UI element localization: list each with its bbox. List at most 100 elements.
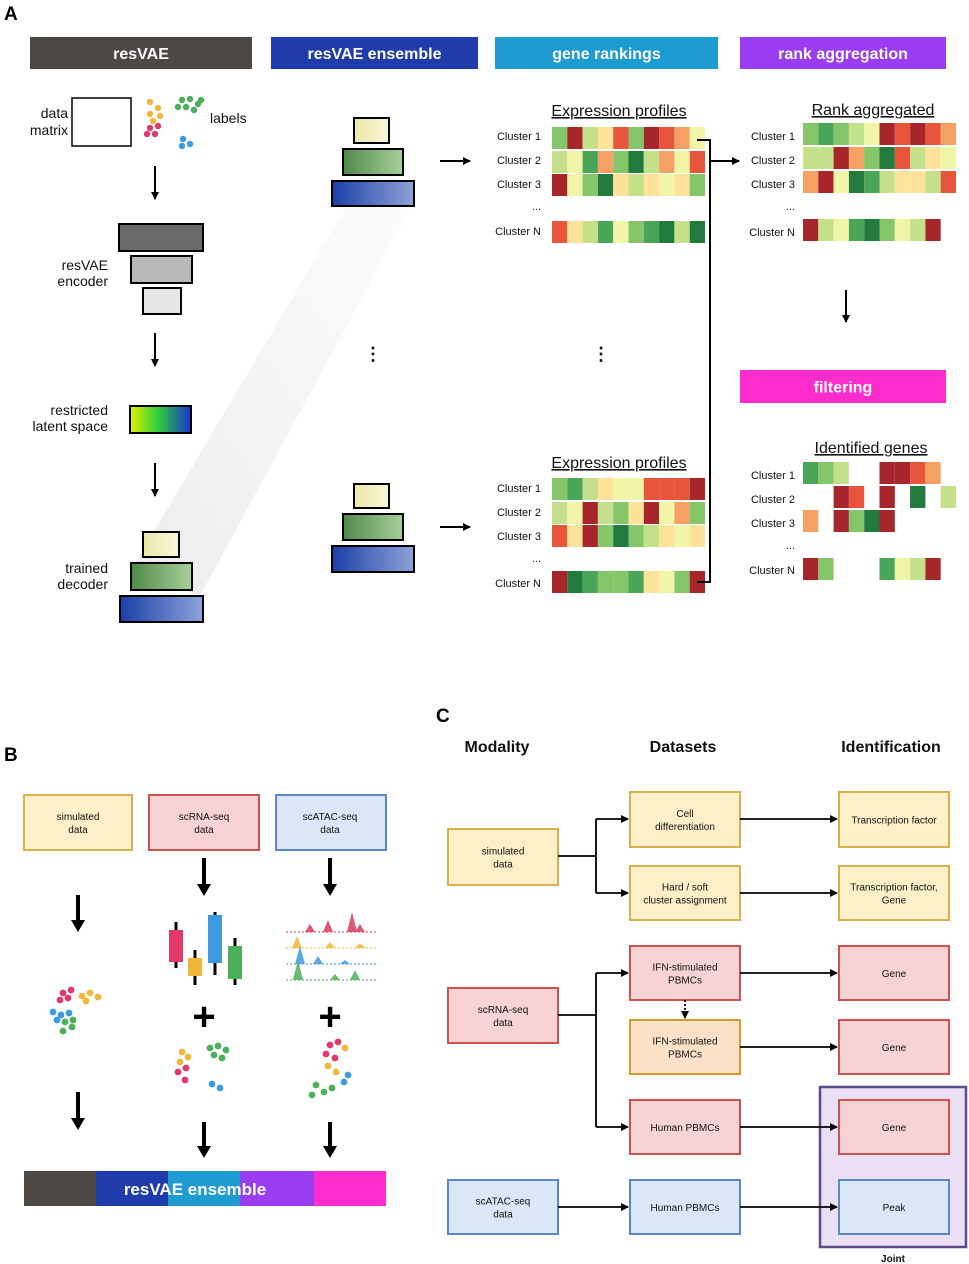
heatmap-cell — [674, 151, 690, 173]
cluster-dot — [308, 1091, 316, 1099]
cluster-label: ... — [786, 540, 795, 552]
heatmap-cell — [910, 147, 926, 169]
heatmap-cell — [803, 510, 819, 532]
rankings-vdots: ⋮ — [592, 344, 610, 364]
cluster-label: Cluster 1 — [751, 470, 795, 482]
c-col-head-0: Modality — [465, 739, 530, 756]
ensemble-bar-segment — [314, 1171, 386, 1206]
c-dataset-box-1 — [629, 865, 741, 921]
cluster-dot — [69, 1016, 77, 1024]
heatmap-cell — [659, 221, 675, 243]
ensemble-bar-segment — [24, 1171, 96, 1206]
heatmap-cell — [833, 147, 849, 169]
heatmap-cell — [567, 478, 583, 500]
heatmap-cell — [582, 127, 598, 149]
heatmap-cell — [674, 174, 690, 196]
peak-track — [286, 946, 376, 964]
decoder-label-1: trained — [65, 560, 108, 576]
header-label-1: resVAE ensemble — [308, 46, 442, 63]
heatmap-cell — [689, 502, 705, 524]
header-box-4 — [740, 370, 946, 403]
b-arrowhead — [197, 1146, 211, 1158]
heatmap-cell — [803, 558, 819, 580]
heatmap-cell — [818, 123, 834, 145]
data-matrix-label-1: data — [41, 105, 68, 121]
label-dot — [174, 103, 182, 111]
heatmap-cell — [879, 558, 895, 580]
decoder-label-2: decoder — [57, 576, 108, 592]
heatmap-cell — [659, 525, 675, 547]
heatmap-cell — [674, 571, 690, 593]
peak-track — [286, 960, 376, 980]
heatmap-cell — [894, 123, 911, 145]
c-modality-label: data — [493, 1018, 513, 1029]
cluster-dot — [176, 1058, 184, 1066]
label-dot — [143, 130, 151, 138]
c-modality-label: simulated — [482, 847, 525, 858]
b-input-label: data — [68, 825, 88, 836]
heatmap-cell — [689, 525, 705, 547]
heatmap-cell — [864, 510, 880, 532]
c-identification-label: Gene — [882, 969, 907, 980]
cluster-label: ... — [532, 553, 541, 565]
cluster-label: Cluster N — [749, 227, 795, 239]
c-identification-box-4 — [838, 1099, 950, 1155]
heatmap-cell — [818, 147, 834, 169]
cluster-label: Cluster N — [495, 578, 541, 590]
heatmap-cell — [910, 123, 926, 145]
heatmap-cell — [597, 151, 614, 173]
heatmap-cell — [674, 502, 690, 524]
c-dataset-box-3 — [629, 1019, 741, 1075]
ensemble-bar-segment — [96, 1171, 168, 1206]
heatmap-cell — [582, 502, 598, 524]
c-identification-box-1 — [838, 865, 950, 921]
c-identification-label: Gene — [882, 1043, 907, 1054]
ensemble-top-layer-1 — [353, 117, 390, 144]
heatmap-cell — [879, 171, 895, 193]
b-arrowhead — [197, 884, 211, 896]
heatmap-cell — [628, 502, 644, 524]
c-modality-label: scRNA-seq — [478, 1005, 529, 1016]
cluster-dot — [344, 1071, 352, 1079]
heatmap-cell — [864, 219, 880, 241]
cluster-label: Cluster 2 — [497, 155, 541, 167]
cluster-dot — [59, 1027, 67, 1035]
cluster-label: Cluster 3 — [497, 531, 541, 543]
labels-text: labels — [210, 110, 247, 126]
heatmap-cell — [567, 525, 583, 547]
cluster-dot — [68, 1023, 76, 1031]
heatmap-cell — [628, 151, 644, 173]
heatmap-cell — [879, 147, 895, 169]
heatmap-cell — [910, 486, 926, 508]
latent-space-bar — [129, 405, 192, 434]
decoder-layer-2 — [130, 562, 193, 591]
heatmap-cell — [628, 174, 644, 196]
heatmap-cell — [940, 123, 956, 145]
ensemble-beam — [130, 150, 415, 596]
heatmap-cell — [894, 147, 911, 169]
heatmap-cell — [848, 219, 865, 241]
c-modality-label: scATAC-seq — [476, 1197, 531, 1208]
header-label-2: gene rankings — [552, 46, 661, 63]
encoder-layer-2 — [130, 255, 193, 284]
cluster-dot — [334, 1038, 342, 1046]
cluster-dot — [326, 1041, 334, 1049]
header-box-1 — [271, 37, 478, 69]
heatmap-cell — [643, 127, 660, 149]
heatmap-cell — [597, 127, 614, 149]
heatmap-cell — [925, 147, 941, 169]
c-col-head-1: Datasets — [650, 739, 717, 756]
plus-sign: + — [192, 995, 215, 1039]
heatmap-cell — [803, 462, 819, 484]
ensemble-top-layer-2 — [342, 148, 404, 176]
plus-sign: + — [318, 995, 341, 1039]
heatmap-cell — [552, 571, 568, 593]
c-identification-box-3 — [838, 1019, 950, 1075]
cluster-dot — [181, 1076, 189, 1084]
heatmap-cell — [925, 171, 941, 193]
heatmap-cell — [833, 171, 849, 193]
cluster-dot — [184, 1053, 192, 1061]
header-label-3: rank aggregation — [778, 46, 908, 63]
ensemble-vdots: ⋮ — [364, 344, 382, 364]
